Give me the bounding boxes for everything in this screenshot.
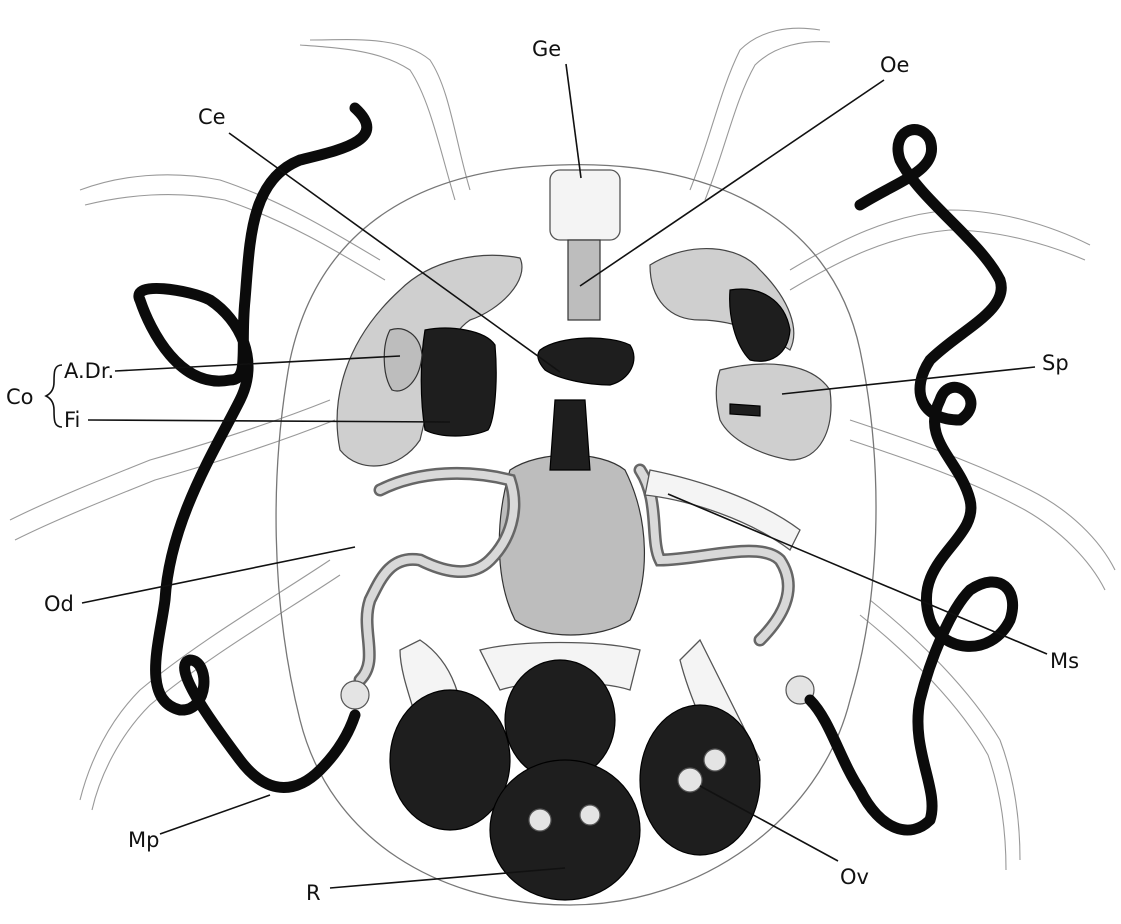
leg-second-right [790,210,1090,290]
posterior-mass-left [390,690,510,830]
ovary-egg-2 [704,749,726,771]
label-co: Co [6,385,34,409]
coxal-organ [337,255,522,466]
ovary-egg-1 [678,768,702,792]
tubule-right [810,130,1013,830]
label-a-dr: A.Dr. [64,359,114,383]
label-oe: Oe [880,53,909,77]
label-fi: Fi [64,408,80,432]
leader-od [82,547,355,603]
leg-fourth-left [80,560,340,810]
label-r: R [306,881,321,905]
label-ms: Ms [1050,649,1079,673]
filter-chamber [421,328,496,436]
right-organ-complex [650,249,831,460]
gnathosoma [550,170,620,240]
label-od: Od [44,592,74,616]
leg-second-left [80,175,385,280]
co-brace [46,365,62,427]
leg-third-right [850,420,1115,590]
central-ganglion [538,338,634,385]
label-ce: Ce [198,105,226,129]
left-egg-cluster [341,681,369,709]
label-sp: Sp [1042,351,1069,375]
oesophagus [568,240,600,320]
leg-front-left [300,40,470,200]
tubule-left [139,108,367,788]
label-mp: Mp [128,828,159,852]
leader-ge [566,64,581,178]
label-ge: Ge [532,37,561,61]
strut-upper-right [645,470,800,550]
rectum [490,760,640,900]
rectum-egg-2 [580,805,600,825]
leg-front-right [690,28,830,200]
gut-stem [550,400,590,470]
midgut [499,170,644,635]
spermatheca-duct [730,404,760,416]
ventriculus [499,455,644,635]
leader-mp [160,795,270,834]
label-ov: Ov [840,865,869,889]
rectum-egg-1 [529,809,551,831]
leader-ms [668,494,1047,654]
